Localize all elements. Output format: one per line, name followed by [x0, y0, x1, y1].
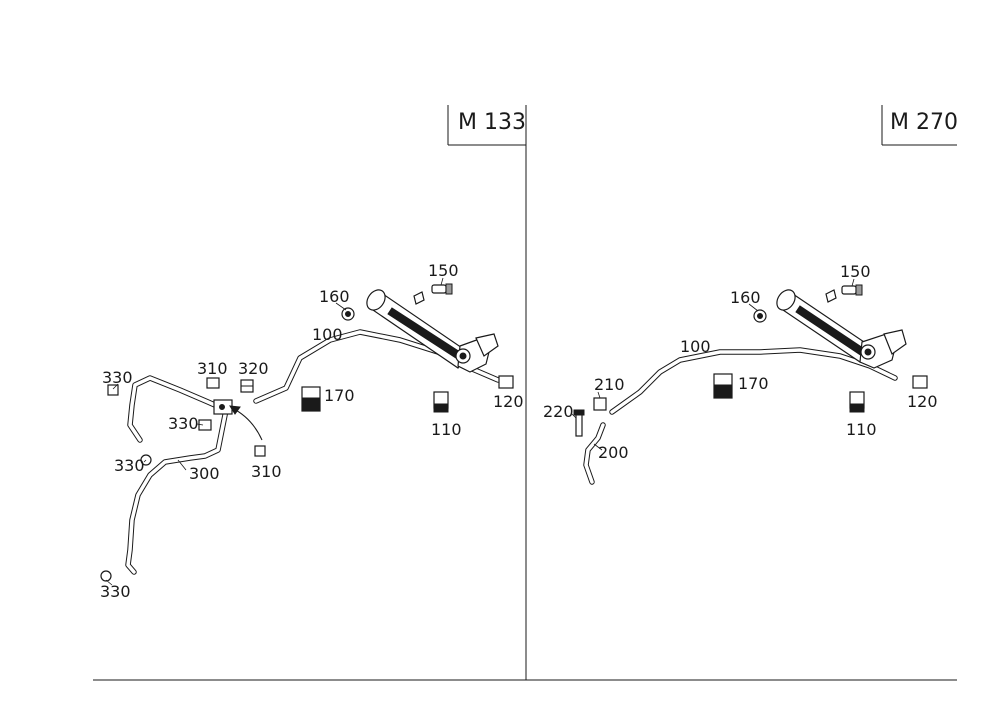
- callout-330-topleft: 330: [102, 368, 133, 387]
- part-220: [573, 409, 585, 437]
- callout-150: 150: [840, 262, 871, 281]
- callout-200: 200: [598, 443, 629, 462]
- part-160: [753, 309, 767, 323]
- callout-160: 160: [730, 288, 761, 307]
- part-120: [498, 375, 514, 389]
- engine-label: M 133: [458, 110, 526, 135]
- fuel-filter: [776, 289, 907, 369]
- callout-160: 160: [319, 287, 350, 306]
- fuel-line: [609, 347, 898, 415]
- leader-lines: [571, 278, 855, 451]
- panel-m133: M 133: [100, 105, 526, 601]
- callout-320: 320: [238, 359, 269, 378]
- pointer-arrowhead: [229, 405, 241, 415]
- callout-210: 210: [594, 375, 625, 394]
- part-330-topleft: [107, 384, 119, 396]
- callout-330-mid: 330: [168, 414, 199, 433]
- connector-block: [213, 399, 233, 415]
- part-210: [593, 397, 607, 411]
- callout-310-top: 310: [197, 359, 228, 378]
- callout-120: 120: [907, 392, 938, 411]
- part-120: [912, 375, 928, 389]
- engine-label-box-m133: M 133: [447, 105, 526, 146]
- callout-150: 150: [428, 261, 459, 280]
- part-150: [841, 284, 863, 296]
- part-160: [341, 307, 355, 321]
- callout-100: 100: [312, 325, 343, 344]
- fuel-filter: [366, 289, 499, 373]
- callout-220: 220: [543, 402, 574, 421]
- callout-170: 170: [324, 386, 355, 405]
- vent-line: [125, 375, 229, 575]
- part-170: [301, 386, 321, 412]
- part-110: [849, 391, 865, 413]
- part-170: [713, 373, 733, 399]
- callout-330-bottom: 330: [100, 582, 131, 601]
- engine-label-box-m270: M 270: [881, 105, 958, 146]
- line-200: [583, 422, 606, 485]
- panel-m270: M 270: [543, 105, 958, 485]
- part-310-top: [206, 377, 220, 389]
- part-150: [431, 283, 453, 295]
- callout-300: 300: [189, 464, 220, 483]
- callout-310-bottom: 310: [251, 462, 282, 481]
- leader-lines: [105, 277, 444, 586]
- part-320: [240, 379, 254, 393]
- part-330-bottom: [100, 570, 112, 582]
- pointer-arrow: [231, 407, 263, 441]
- part-330-mid: [198, 419, 212, 431]
- engine-label: M 270: [890, 110, 958, 135]
- callout-120: 120: [493, 392, 524, 411]
- callout-330-left: 330: [114, 456, 145, 475]
- callout-110: 110: [431, 420, 462, 439]
- part-110: [433, 391, 449, 413]
- part-310-bottom: [254, 445, 266, 457]
- callout-170: 170: [738, 374, 769, 393]
- callout-110: 110: [846, 420, 877, 439]
- callout-100: 100: [680, 337, 711, 356]
